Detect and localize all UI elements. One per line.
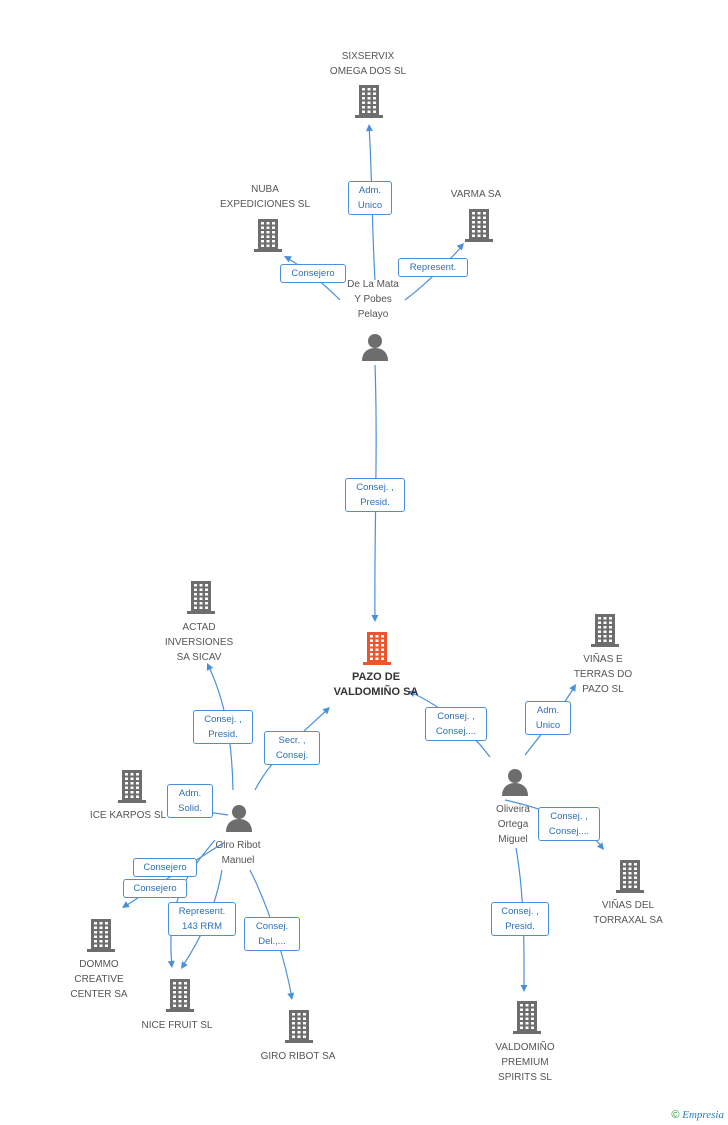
node-label[interactable]: VIÑAS E TERRAS DO PAZO SL [573, 654, 633, 695]
edge-arrowhead [520, 985, 528, 992]
brand-name: Empresia [682, 1109, 724, 1121]
edge-role-label[interactable]: Consej. , Consej.... [538, 807, 600, 841]
edge-arrowhead [408, 690, 416, 697]
building-icon [187, 581, 215, 614]
edge-role-label[interactable]: Represent. [398, 258, 468, 277]
building-icon [591, 614, 619, 647]
edge-role-label[interactable]: Secr. , Consej. [264, 731, 320, 765]
node-valdominopremium[interactable] [512, 1000, 542, 1034]
node-label[interactable]: NUBA EXPEDICIONES SL [219, 184, 311, 210]
edge-arrowhead [206, 663, 214, 671]
node-label[interactable]: VIÑAS DEL TORRAXAL SA [593, 900, 663, 926]
edge-role-label[interactable]: Consej. , Consej.... [425, 707, 487, 741]
node-center[interactable] [362, 631, 392, 665]
node-dommo[interactable] [86, 918, 116, 952]
edge-arrowhead [456, 243, 464, 251]
edge-arrowhead [122, 901, 130, 908]
building-icon [355, 85, 383, 118]
center-building-icon [363, 632, 391, 665]
node-label[interactable]: GIRO RIBOT SA [260, 1051, 336, 1062]
person-icon [226, 805, 252, 832]
edge-role-label[interactable]: Consej. , Presid. [345, 478, 405, 512]
empresia-watermark: © Empresia [671, 1109, 724, 1121]
building-icon [87, 919, 115, 952]
edge-role-label[interactable]: Consejero [280, 264, 346, 283]
node-label[interactable]: Giro Ribot Manuel [215, 840, 261, 866]
node-giro[interactable] [224, 803, 254, 833]
node-label[interactable]: DOMMO CREATIVE CENTER SA [70, 959, 128, 1000]
copyright-symbol: © [671, 1109, 680, 1121]
edge-arrowhead [287, 992, 295, 1000]
node-nuba[interactable] [253, 218, 283, 252]
node-label[interactable]: De La Mata Y Pobes Pelayo [347, 279, 399, 320]
node-nicefruit[interactable] [165, 978, 195, 1012]
edge-role-label[interactable]: Consej. Del.,... [244, 917, 300, 951]
edge-role-label[interactable]: Consejero [123, 879, 187, 898]
edge-arrowhead [167, 960, 175, 968]
node-vinastorraxal[interactable] [615, 859, 645, 893]
edge-role-label[interactable]: Adm. Solid. [167, 784, 213, 818]
node-label[interactable]: VARMA SA [450, 189, 502, 200]
node-oliveira[interactable] [500, 767, 530, 797]
node-vinasterras[interactable] [590, 613, 620, 647]
edge-arrowhead [322, 707, 330, 715]
building-icon [616, 860, 644, 893]
edge-arrowhead [569, 684, 576, 692]
edge-line [123, 841, 226, 908]
person-icon [502, 769, 528, 796]
building-icon [254, 219, 282, 252]
building-icon [166, 979, 194, 1012]
edge-role-label[interactable]: Consejero [133, 858, 197, 877]
node-icekarpos[interactable] [117, 769, 147, 803]
building-icon [513, 1001, 541, 1034]
edge-role-label[interactable]: Represent. 143 RRM [168, 902, 236, 936]
building-icon [118, 770, 146, 803]
edge-role-label[interactable]: Adm. Unico [348, 181, 392, 215]
person-icon [362, 334, 388, 361]
edge-arrowhead [284, 256, 292, 263]
node-label[interactable]: PAZO DE VALDOMIÑO SA [333, 671, 419, 698]
building-icon [465, 209, 493, 242]
node-label[interactable]: ICE KARPOS SL [89, 810, 167, 821]
edge-arrowhead [365, 124, 373, 132]
edge-role-label[interactable]: Adm. Unico [525, 701, 571, 735]
edge-role-label[interactable]: Consej. , Presid. [491, 902, 549, 936]
edge-arrowhead [181, 961, 188, 969]
building-icon [285, 1010, 313, 1043]
node-giroribotsa[interactable] [284, 1009, 314, 1043]
edge-role-label[interactable]: Consej. , Presid. [193, 710, 253, 744]
node-sixservix[interactable] [354, 84, 384, 118]
node-varma[interactable] [464, 208, 494, 242]
edge-arrowhead [596, 842, 604, 850]
node-delamata[interactable] [360, 332, 390, 362]
edge-arrowhead [371, 614, 379, 622]
node-label[interactable]: NICE FRUIT SL [141, 1020, 213, 1031]
node-label[interactable]: VALDOMIÑO PREMIUM SPIRITS SL [495, 1042, 555, 1083]
node-label[interactable]: SIXSERVIX OMEGA DOS SL [329, 51, 407, 77]
node-actad[interactable] [186, 580, 216, 614]
node-label[interactable]: Oliveira Ortega Miguel [496, 804, 530, 845]
node-label[interactable]: ACTAD INVERSIONES SA SICAV [164, 622, 234, 663]
